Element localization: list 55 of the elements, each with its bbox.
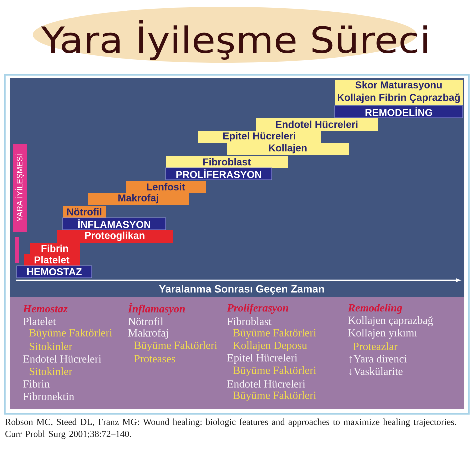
axis-label: Yaralanma Sonrası Geçen Zaman [159,285,324,295]
list-item: Kollajen Deposu [234,342,308,352]
list-item: Proteazlar [354,342,398,350]
column-heading: İnflamasyon [128,303,186,315]
timeline-bar: Kollajen Fibrin Çaprazbağ [335,92,463,105]
timeline-bar: Endotel Hücreleri [256,118,378,131]
list-item: Kollajen yıkımı [348,329,418,339]
list-item: Büyüme Faktörleri [234,366,316,376]
column-heading: Remodeling [348,304,402,314]
list-item: Fibroblast [228,318,272,326]
vertical-band: YARA İYİLEŞMESİ [13,144,27,232]
caption: Robson MC, Steed DL, Franz MG: Wound healing: biologic features and approaches to maximize healing trajectories. Curr Probl Surg 2001;38:72–140. [5,418,456,440]
timeline-bar: Lenfosit [126,181,206,193]
title: Yara İyileşme Süreci [33,7,428,63]
list-item: Endotel Hücreleri [24,355,102,363]
list-item: Büyüme Faktörleri [30,329,112,339]
node-label: Fibrin [42,244,68,252]
list-item: Makrofaj [128,328,168,340]
timeline-bar: Platelet [24,254,80,266]
list-item: Sitokinler [30,368,72,376]
list-item: Sitokinler [30,342,72,350]
list-item: Kollajen çaprazbağ [348,316,434,326]
column-heading: Proliferasyon [227,304,288,314]
node-label: Skor Maturasyonu [356,81,442,91]
list-item: Platelet [24,318,56,326]
node-label: Epitel Hücreleri [223,132,296,142]
node-label: Makrofaj [118,194,158,204]
timeline-bar: Skor Maturasyonu [335,80,463,92]
marker-bar [15,237,19,263]
list-item: Büyüme Faktörleri [234,329,316,339]
list-item: Fibrin [24,380,50,388]
node-label: Endotel Hücreleri [276,120,358,128]
phase-bar: HEMOSTAZ [16,266,92,278]
node-label: Kollajen [269,144,307,154]
node-label: Platelet [34,256,70,264]
list-item: Epitel Hücreleri [228,354,298,364]
list-item: ↑Yara direnci [350,355,408,363]
timeline-bar: Kollajen [227,143,349,155]
node-label: Kollajen Fibrin Çaprazbağ [338,94,460,104]
timeline-bar: Nötrofil [63,206,106,218]
phase-bar: İNFLAMASYON [62,218,166,230]
column-heading: Hemostaz [23,305,68,313]
timeline-bar: Fibroblast [166,156,288,168]
list-item: Büyüme Faktörleri [134,342,218,352]
list-item: Büyüme Faktörleri [234,392,316,402]
timeline-bar: Fibrin [30,243,80,254]
list-item: Proteases [134,355,176,363]
timeline-bar: Epitel Hücreleri [198,131,321,143]
phase-bar: PROLİFERASYON [166,168,272,180]
node-label: Lenfosit [147,183,186,191]
list-item: Fibronektin [24,392,74,400]
list-item: ↓Vaskülarite [350,368,403,376]
phase-bar: REMODELİNG [334,106,464,118]
list-item: Endotel Hücreleri [228,380,306,388]
list-item: Nötrofil [128,318,164,326]
